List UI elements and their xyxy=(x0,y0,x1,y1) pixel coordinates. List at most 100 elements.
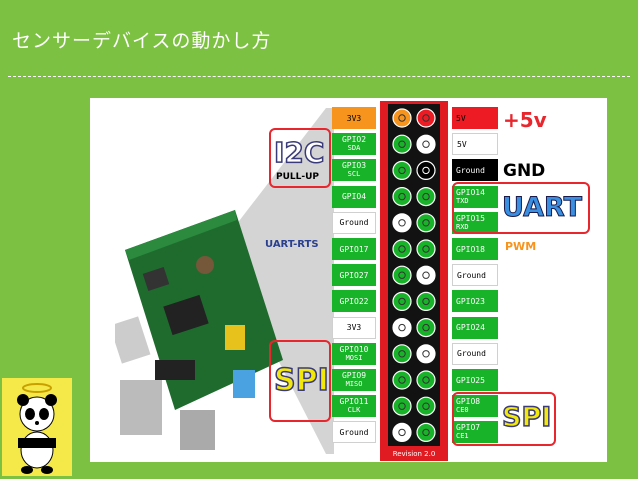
header-pin-left-9 xyxy=(392,318,412,338)
pin-function: SDA xyxy=(347,144,361,153)
header-pin-hole xyxy=(422,166,430,175)
pin-function: CLK xyxy=(347,406,361,415)
pin-name: Ground xyxy=(339,427,369,437)
panda-angel-icon xyxy=(2,378,72,476)
pin-name: Ground xyxy=(457,270,486,280)
header-pin-hole xyxy=(422,376,430,384)
title-divider xyxy=(8,76,630,77)
header-pin-hole xyxy=(422,323,430,332)
pin-name: GPIO7 xyxy=(456,423,481,433)
header-pin-right-4 xyxy=(416,186,436,207)
left-pin-4: GPIO4 xyxy=(332,185,376,208)
header-pin-hole xyxy=(398,323,406,332)
spi-right-callout-box xyxy=(452,392,556,446)
pin-name: GPIO2 xyxy=(341,135,367,145)
header-pin-right-11 xyxy=(416,370,436,390)
right-pin-11: GPIO25 xyxy=(452,369,498,391)
left-pin-7: GPIO27 xyxy=(332,264,376,287)
i2c-callout-box xyxy=(269,128,331,188)
header-pin-hole xyxy=(398,114,406,122)
header-pin-right-12 xyxy=(416,396,436,416)
right-pin-9: GPIO24 xyxy=(452,316,498,339)
header-pin-left-13 xyxy=(392,422,412,442)
connector-fan xyxy=(226,108,334,454)
header-pin-hole xyxy=(422,350,430,358)
header-pin-hole xyxy=(422,192,430,201)
revision-label: Revision 2.0 xyxy=(392,450,436,458)
uart-label: UART xyxy=(502,192,583,224)
header-pin-left-10 xyxy=(392,344,412,364)
header-pin-hole xyxy=(422,219,430,227)
pin-name: GPIO3 xyxy=(341,161,367,171)
pin-name: GPIO4 xyxy=(341,192,367,202)
right-pin-2: 5V xyxy=(452,133,498,156)
header-pin-left-3 xyxy=(392,160,412,181)
pin-function: RXD xyxy=(456,222,469,231)
header-pin-hole xyxy=(422,114,430,122)
header-pin-hole xyxy=(398,140,406,148)
pin-name: 3V3 xyxy=(346,113,362,123)
header-pin-hole xyxy=(422,297,430,306)
right-pin-10: Ground xyxy=(452,342,498,365)
pin-name: GPIO10 xyxy=(339,344,369,354)
header-pin-left-1 xyxy=(392,108,412,128)
spi-right-label: SPI xyxy=(501,401,552,434)
pullup-label: PULL-UP xyxy=(276,172,320,182)
i2c-label: I2C xyxy=(273,135,325,170)
header-pin-right-10 xyxy=(416,344,436,364)
pin-name: GPIO8 xyxy=(456,397,481,407)
header-pin-left-7 xyxy=(392,265,412,285)
plus-5v-label: +5v xyxy=(503,108,547,132)
left-pin-8: GPIO22 xyxy=(332,290,376,313)
header-pin-dots xyxy=(392,108,436,442)
header-pin-hole xyxy=(422,140,430,148)
pin-name: GPIO25 xyxy=(456,375,485,385)
header-pin-hole xyxy=(422,271,430,279)
header-pin-right-3 xyxy=(416,160,436,181)
pin-name: Ground xyxy=(456,165,485,175)
header-pin-hole xyxy=(398,192,406,201)
slide-title: センサーデバイスの動かし方 xyxy=(12,30,272,52)
pin-name: GPIO22 xyxy=(339,296,369,306)
pin-function: TXD xyxy=(456,196,469,205)
header-pin-left-5 xyxy=(392,213,412,233)
pin-name: GPIO24 xyxy=(456,323,485,333)
pin-name: Ground xyxy=(457,349,486,359)
header-pin-hole xyxy=(398,350,406,358)
header-pin-left-12 xyxy=(392,396,412,416)
pin-function: SCL xyxy=(347,170,361,179)
header-pin-hole xyxy=(398,297,406,306)
header-pin-hole xyxy=(398,428,406,437)
pin-name: GPIO18 xyxy=(456,244,485,254)
pin-name: GPIO14 xyxy=(456,187,485,197)
left-pin-13: Ground xyxy=(332,421,376,444)
header-pin-right-1 xyxy=(416,108,436,128)
header-pin-hole xyxy=(398,219,406,227)
header-pin-hole xyxy=(398,376,406,384)
header-pin-hole xyxy=(422,245,430,253)
pin-name: GPIO17 xyxy=(339,244,369,254)
header-pin-right-9 xyxy=(416,318,436,338)
pin-name: 5V xyxy=(456,113,466,123)
uart-callout-box xyxy=(452,182,590,234)
header-pin-hole xyxy=(398,166,406,175)
pin-name: GPIO9 xyxy=(341,371,367,380)
pin-name: GPIO15 xyxy=(456,213,485,223)
spi-left-callout-box xyxy=(269,340,331,422)
right-pin-7: Ground xyxy=(452,264,498,287)
pin-name: 5V xyxy=(457,139,467,149)
header-pin-right-5 xyxy=(416,213,436,233)
pin-function: CE1 xyxy=(456,432,469,441)
header-pin-hole xyxy=(398,271,406,279)
right-pin-8: GPIO23 xyxy=(452,290,498,313)
pin-function: MOSI xyxy=(345,353,363,362)
header-pin-left-4 xyxy=(392,186,412,207)
pwm-label: PWM xyxy=(505,240,537,253)
